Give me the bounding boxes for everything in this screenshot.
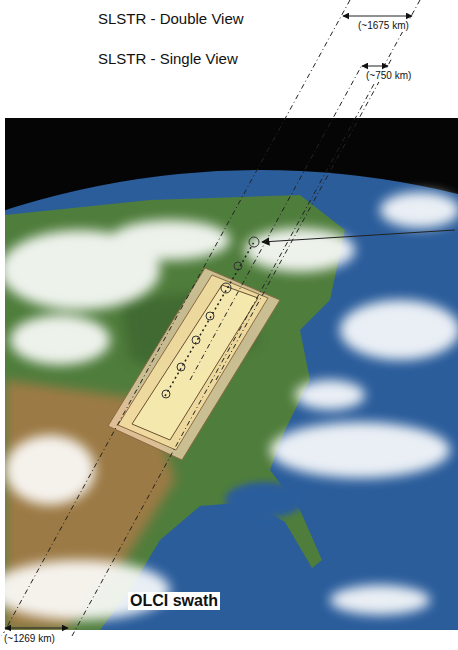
- dimension-label: (~750 km): [364, 70, 413, 82]
- earth-photo: [5, 118, 458, 630]
- instrument-footprints: [108, 268, 280, 460]
- swath-lines: [2, 0, 420, 636]
- instrument-title: SLSTR - Single View: [96, 50, 240, 67]
- instrument-title: OLCI swath: [128, 592, 220, 610]
- dimension-label: (~1675 km): [356, 20, 411, 32]
- dimension-label: (~1269 km): [2, 633, 57, 645]
- ground-track: [165, 242, 254, 396]
- dimension-arrows: [5, 16, 412, 628]
- instrument-title: SLSTR - Double View: [96, 10, 246, 27]
